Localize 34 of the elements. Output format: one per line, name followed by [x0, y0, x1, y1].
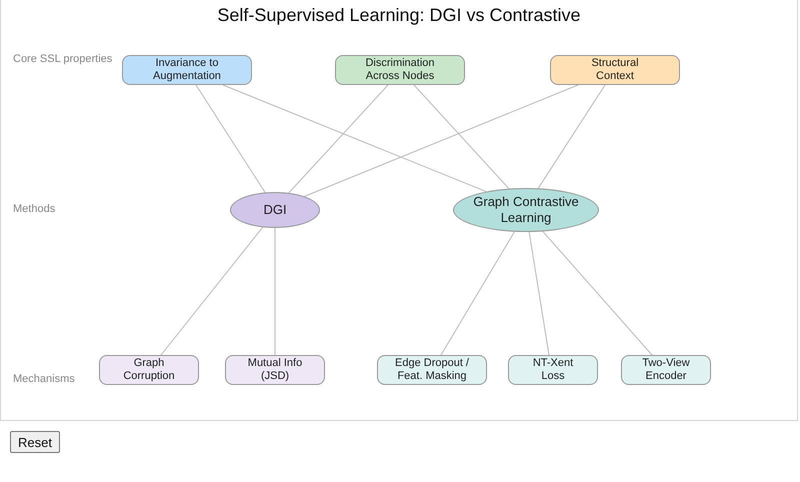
connector-line	[538, 84, 606, 189]
property-box	[550, 55, 680, 85]
mechanism-box	[621, 355, 711, 385]
node-label: NT-Xent Loss	[532, 357, 574, 383]
node-label: Graph Contrastive Learning	[472, 194, 580, 226]
node-label: Mutual Info (JSD)	[246, 357, 304, 383]
connector-line	[222, 84, 487, 192]
mechanism-box	[377, 355, 487, 385]
node-label: Graph Corruption	[122, 357, 176, 383]
reset-button: Reset	[10, 431, 60, 453]
node-label: Invariance to Augmentation	[152, 57, 222, 83]
mechanism-box	[508, 355, 598, 385]
connector-line	[274, 228, 276, 356]
mechanism-box	[225, 355, 325, 385]
connector-line	[414, 84, 510, 190]
connector-line	[160, 226, 264, 356]
node-label: Structural Context	[590, 57, 640, 83]
row-label: Core SSL properties	[13, 53, 112, 65]
row-label: Mechanisms	[13, 373, 75, 385]
property-box	[122, 55, 252, 85]
node-label: DGI	[263, 202, 287, 218]
connector-line	[440, 231, 515, 356]
node-label: Two-View Encoder	[641, 357, 691, 383]
connector-line	[288, 84, 388, 194]
connector-line	[542, 230, 652, 356]
row-label: Methods	[13, 203, 56, 215]
property-box	[335, 55, 465, 85]
node-label: Discrimination Across Nodes	[364, 57, 436, 83]
connector-line	[304, 84, 578, 197]
node-label: Edge Dropout / Feat. Masking	[394, 357, 470, 383]
connector-line	[196, 84, 266, 193]
mechanism-box	[99, 355, 199, 385]
diagram-title: Self-Supervised Learning: DGI vs Contrastive	[217, 5, 581, 26]
connector-line	[528, 231, 550, 356]
